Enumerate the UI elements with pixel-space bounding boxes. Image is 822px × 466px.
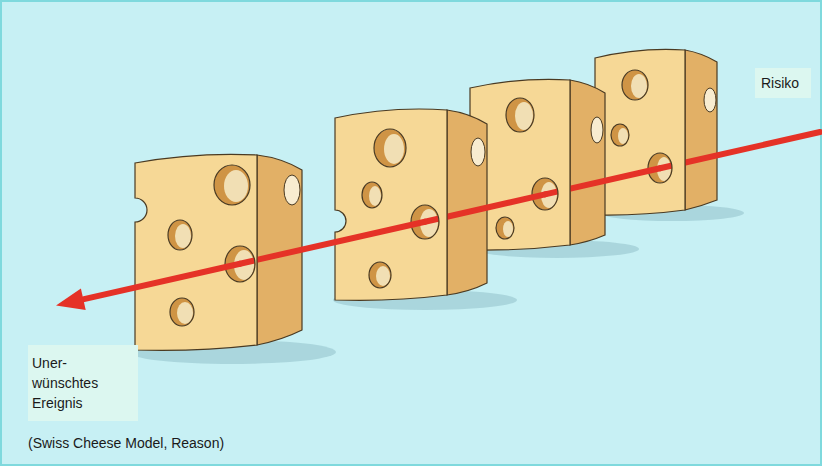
hole-wall — [376, 266, 390, 286]
cheese-front-face — [335, 109, 447, 300]
event-label: Uner- wünschtes Ereignis — [28, 345, 138, 421]
hole-wall — [177, 302, 193, 324]
side-hole — [471, 138, 485, 166]
cheese-front-face — [595, 49, 685, 215]
hole-wall — [224, 170, 248, 202]
risk-label: Risiko — [755, 68, 811, 98]
side-hole — [284, 175, 300, 205]
risk-arrow-head — [56, 289, 86, 310]
risk-arrow-segment — [240, 222, 425, 264]
figure-caption: (Swiss Cheese Model, Reason) — [28, 433, 224, 453]
cheese-side-face — [447, 110, 487, 295]
risk-arrow-segment — [84, 264, 240, 299]
side-hole — [591, 117, 603, 143]
cheese-side-face — [570, 80, 605, 245]
cheese-side-face — [685, 50, 717, 210]
cheese-front-face — [135, 154, 257, 350]
side-hole — [704, 88, 716, 112]
hole-wall — [384, 134, 404, 164]
hole-wall — [175, 224, 191, 248]
